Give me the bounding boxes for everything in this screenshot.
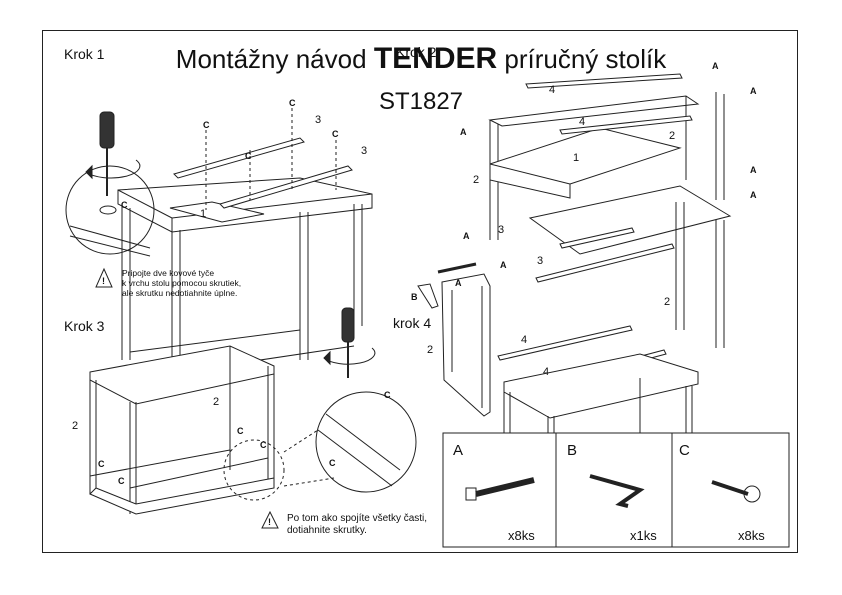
part-number: 3 <box>537 255 544 267</box>
step-4-label: krok 4 <box>393 315 432 331</box>
title-prefix: Montážny návod <box>175 44 367 74</box>
callout-a: A <box>460 127 467 137</box>
part-number: 4 <box>521 334 528 346</box>
part-number: 4 <box>543 366 550 378</box>
part-number: 4 <box>579 116 586 128</box>
legend-qty-a: x8ks <box>508 528 535 543</box>
warning-icon-2 <box>261 510 279 529</box>
step-2-label: Krok 2 <box>396 44 437 60</box>
screwdriver-icon-step3 <box>323 307 376 378</box>
legend-letter-a: A <box>453 442 464 459</box>
part-number: 3 <box>315 114 322 126</box>
callout-c: C <box>332 129 339 139</box>
callout-c: C <box>237 426 244 436</box>
part-number: 2 <box>664 296 671 308</box>
callout-c: C <box>260 440 267 450</box>
page-title: Montážny návod TENDER príručný stolík <box>0 42 842 75</box>
legend-qty-c: x8ks <box>738 528 765 543</box>
callout-a: A <box>500 260 507 270</box>
callout-c: C <box>329 458 336 468</box>
instruction-note-1: Pripojte dve kovové tyče k vrchu stolu p… <box>122 268 242 298</box>
callout-c: C <box>289 98 296 108</box>
product-code: ST1827 <box>378 88 464 115</box>
callout-b: B <box>411 292 418 302</box>
allen-key-icon <box>589 474 645 508</box>
callout-a: A <box>750 190 757 200</box>
part-number: 4 <box>549 84 556 96</box>
callout-a: A <box>463 231 470 241</box>
warning-icon <box>95 267 113 288</box>
callout-c: C <box>203 120 210 130</box>
warning-mark: ! <box>102 276 105 286</box>
part-number: 1 <box>573 152 580 164</box>
callout-c: C <box>384 390 391 400</box>
step4-drawing <box>497 325 699 530</box>
callout-c: C <box>98 459 105 469</box>
legend-letter-b: B <box>567 442 578 459</box>
step-1-label: Krok 1 <box>64 46 105 62</box>
step3-drawing <box>89 345 275 515</box>
instruction-note-2: Po tom ako spojíte všetky časti, dotiahn… <box>287 513 428 536</box>
callout-a: A <box>750 86 757 96</box>
title-brand: TENDER <box>373 42 498 75</box>
legend-letter-c: C <box>679 442 690 459</box>
wood-screw-icon <box>711 480 761 503</box>
part-number: 3 <box>361 145 368 157</box>
callout-c: C <box>118 476 125 486</box>
page-border <box>42 30 798 553</box>
step1-table-drawing <box>117 108 373 392</box>
callout-a: A <box>712 61 719 71</box>
step3-zoom-circle <box>315 391 417 493</box>
part-number: 1 <box>200 208 207 220</box>
part-number: 2 <box>473 174 480 186</box>
long-bolt-icon <box>465 477 535 501</box>
part-number: 2 <box>213 396 220 408</box>
callout-a: A <box>750 165 757 175</box>
title-suffix: príručný stolík <box>504 44 667 74</box>
legend-qty-b: x1ks <box>630 528 657 543</box>
screwdriver-icon <box>85 111 141 196</box>
callout-a: A <box>455 278 462 288</box>
step1-zoom-circle <box>65 165 155 255</box>
part-number: 2 <box>669 130 676 142</box>
part-number: 2 <box>72 420 79 432</box>
warning-mark-2: ! <box>268 517 271 527</box>
step-3-label: Krok 3 <box>64 318 105 334</box>
callout-c: C <box>245 151 252 161</box>
step2-drawing <box>441 73 732 417</box>
callout-c: C <box>121 200 128 210</box>
part-number: 3 <box>498 224 505 236</box>
part-number: 2 <box>427 344 434 356</box>
